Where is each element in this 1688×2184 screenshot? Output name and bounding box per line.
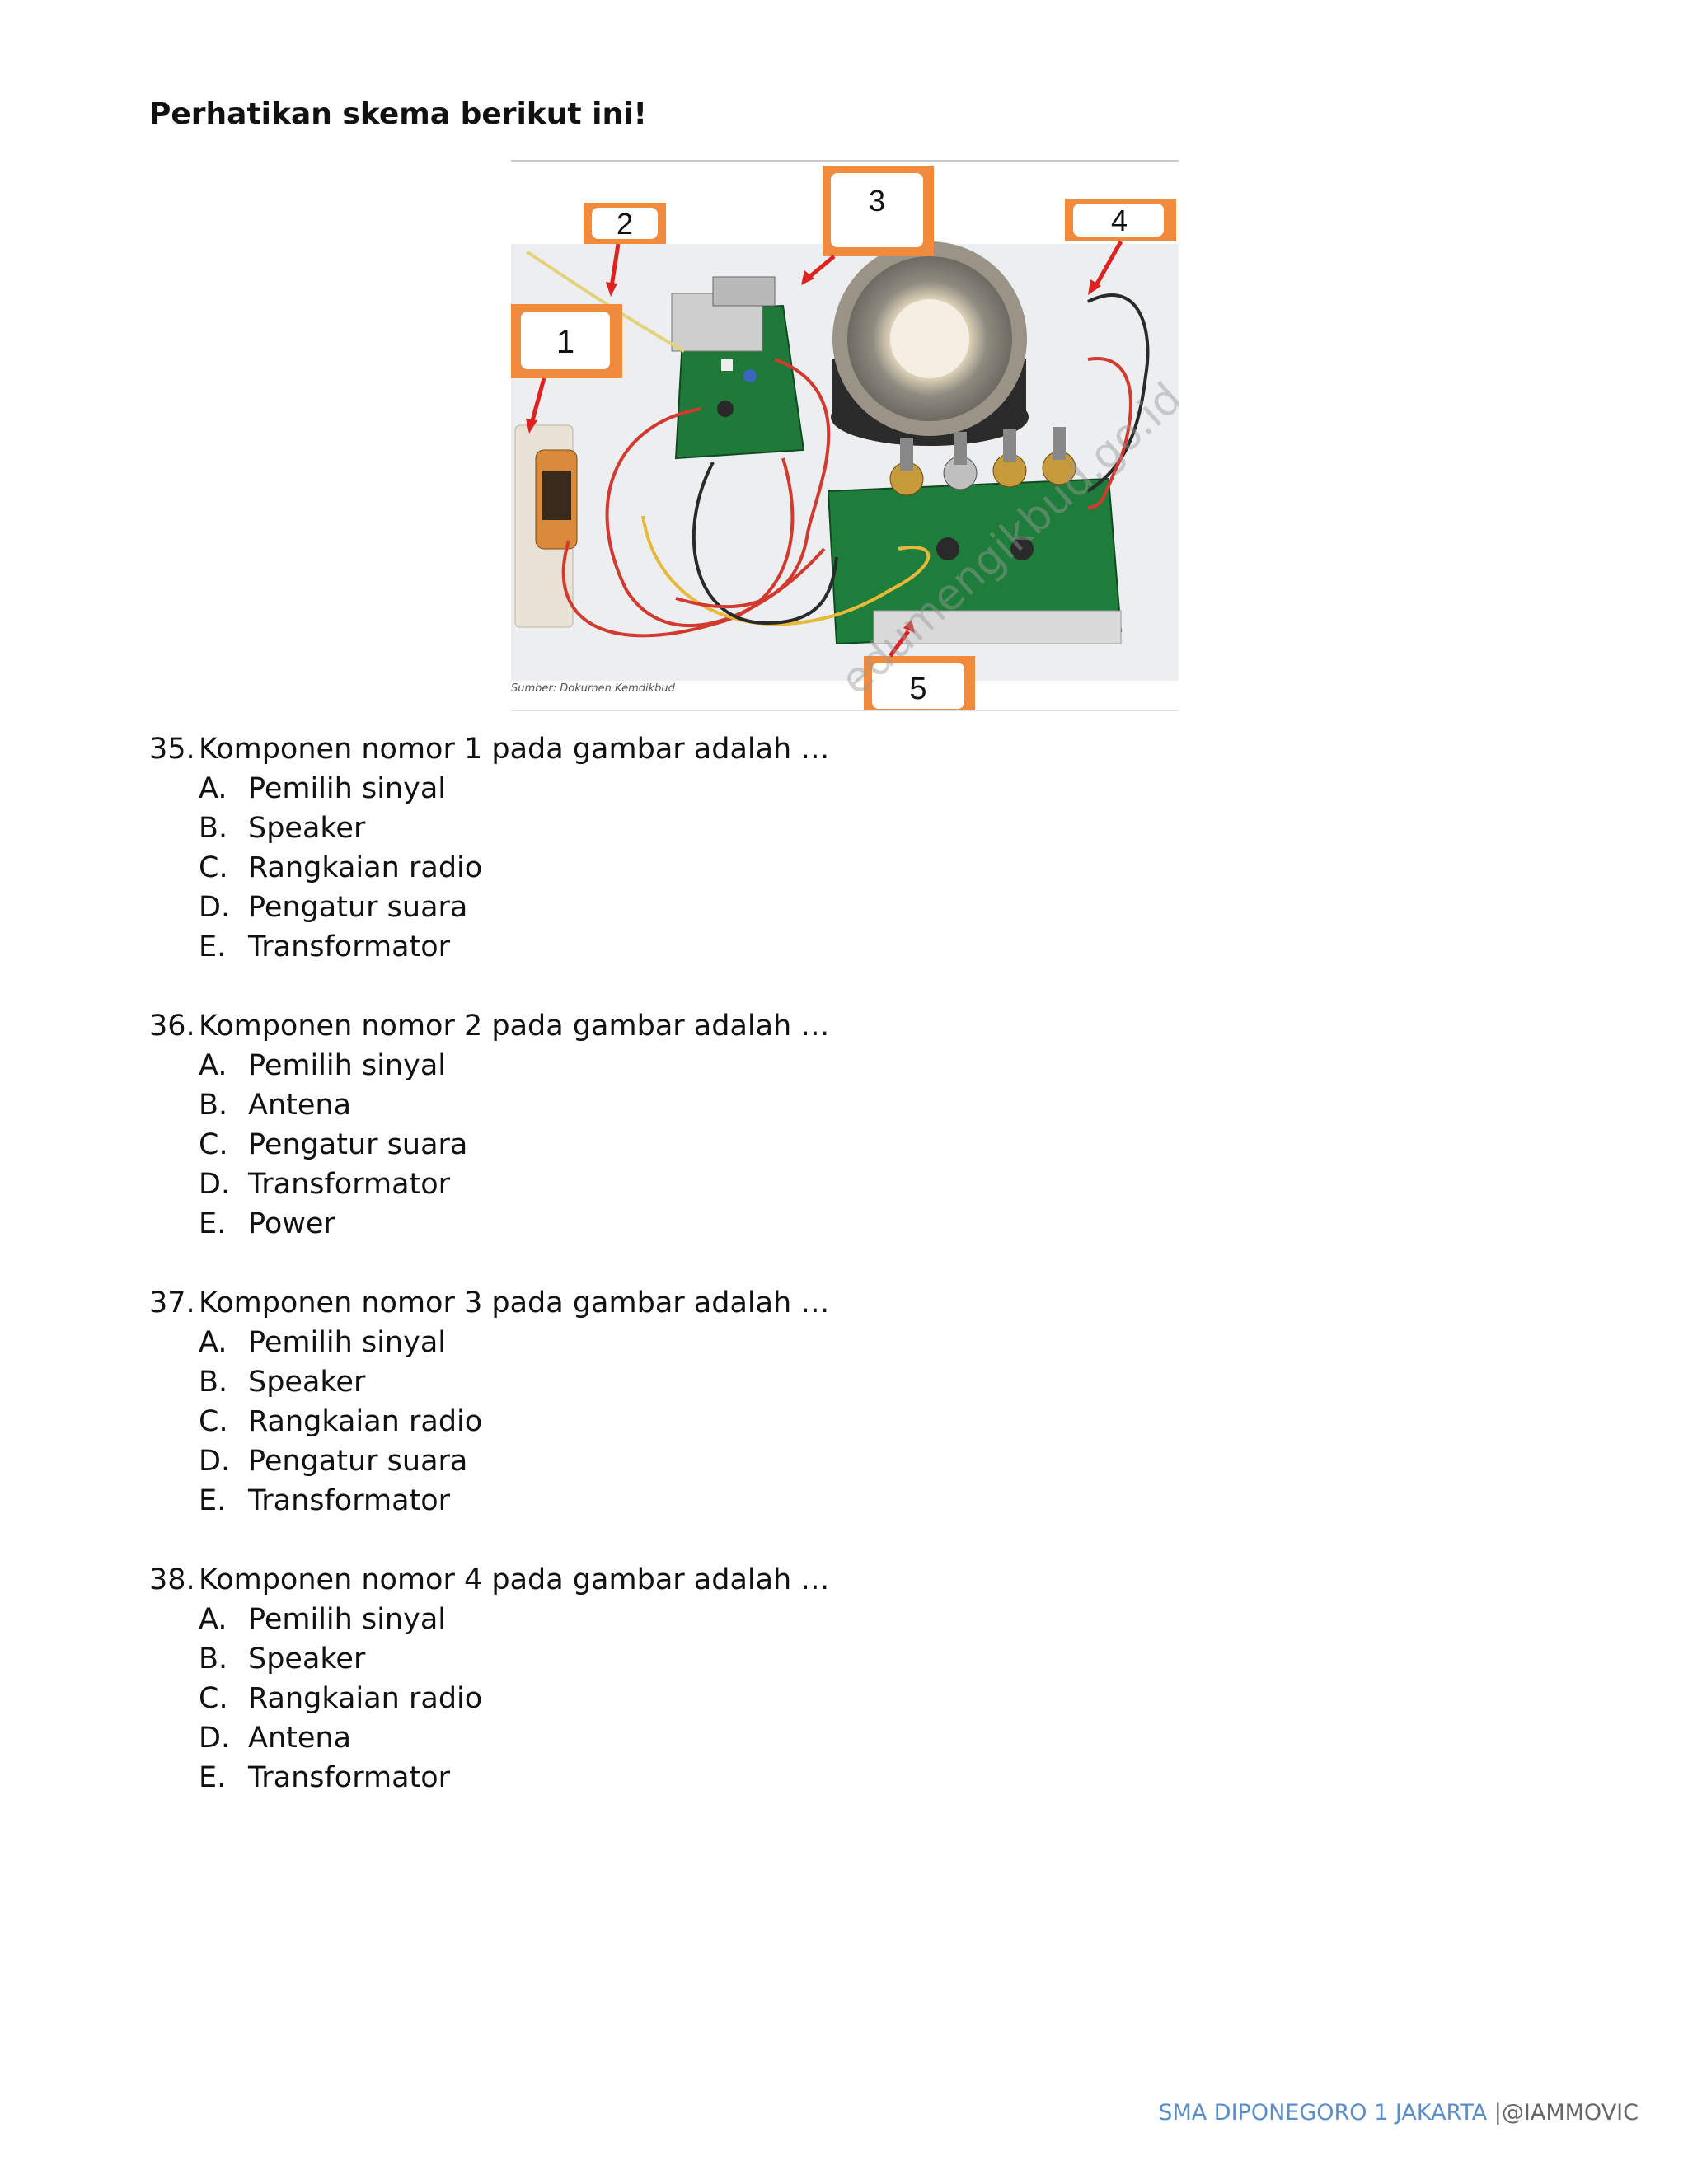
option-a: A.Pemilih sinyal: [199, 1049, 446, 1082]
svg-text:1: 1: [556, 324, 574, 360]
option-a: A.Pemilih sinyal: [199, 1603, 446, 1636]
question-35: 35. Komponen nomor 1 pada gambar adalah …: [149, 729, 1550, 967]
question-38: 38. Komponen nomor 4 pada gambar adalah …: [149, 1560, 1550, 1797]
svg-text:5: 5: [909, 672, 926, 706]
wires: [526, 251, 1150, 638]
option-e: E.Transformator: [199, 1761, 451, 1794]
figure-source: Sumber: Dokumen Kemdikbud: [511, 682, 676, 695]
question-list: 35. Komponen nomor 1 pada gambar adalah …: [149, 729, 1550, 1837]
callout-5: 5: [864, 620, 975, 710]
svg-text:2: 2: [617, 207, 633, 241]
svg-text:3: 3: [869, 184, 885, 218]
option-e: E.Power: [199, 1207, 335, 1240]
callout-1: 1: [511, 304, 622, 434]
footer-handle: @IAMMOVIC: [1501, 2100, 1639, 2125]
radio-board-shape: [671, 276, 805, 460]
question-36: 36. Komponen nomor 2 pada gambar adalah …: [149, 1006, 1550, 1244]
footer-separator: |: [1493, 2100, 1502, 2125]
callout-4: 4: [1065, 199, 1176, 295]
option-a: A.Pemilih sinyal: [199, 1326, 446, 1359]
option-c: C.Rangkaian radio: [199, 1682, 483, 1715]
option-d: D.Transformator: [199, 1168, 451, 1201]
option-b: B.Antena: [199, 1089, 352, 1122]
callout-3: 3: [801, 166, 934, 285]
option-c: C.Rangkaian radio: [199, 1405, 483, 1438]
question-number: 38.: [149, 1563, 195, 1596]
option-d: D.Antena: [199, 1722, 352, 1755]
question-number: 35.: [149, 733, 195, 766]
circuit-figure: 1 2 3 4 5: [511, 160, 1179, 711]
option-c: C.Rangkaian radio: [199, 851, 483, 884]
question-37: 37. Komponen nomor 3 pada gambar adalah …: [149, 1283, 1550, 1521]
option-c: C.Pengatur suara: [199, 1128, 468, 1161]
option-b: B.Speaker: [199, 1643, 366, 1675]
question-number: 36.: [149, 1010, 195, 1043]
svg-text:4: 4: [1111, 204, 1128, 237]
question-number: 37.: [149, 1286, 195, 1319]
fm-radio-photo: 1 2 3 4 5: [511, 166, 1179, 710]
transformer-shape: [514, 424, 578, 628]
footer-school: SMA DIPONEGORO 1 JAKARTA: [1158, 2100, 1488, 2125]
option-e: E.Transformator: [199, 930, 451, 963]
question-text: Komponen nomor 1 pada gambar adalah …: [199, 733, 830, 766]
question-text: Komponen nomor 3 pada gambar adalah …: [199, 1286, 830, 1319]
option-d: D.Pengatur suara: [199, 1445, 468, 1478]
page-footer: SMA DIPONEGORO 1 JAKARTA |@IAMMOVIC: [1158, 2100, 1639, 2125]
speaker-shape: [831, 241, 1029, 446]
question-text: Komponen nomor 2 pada gambar adalah …: [199, 1010, 830, 1043]
option-e: E.Transformator: [199, 1484, 451, 1517]
page-heading: Perhatikan skema berikut ini!: [149, 97, 647, 131]
callout-2: 2: [584, 203, 666, 297]
amplifier-board-shape: [827, 427, 1123, 645]
option-d: D.Pengatur suara: [199, 891, 468, 924]
option-a: A.Pemilih sinyal: [199, 772, 446, 805]
option-b: B.Speaker: [199, 812, 366, 845]
option-b: B.Speaker: [199, 1366, 366, 1399]
question-text: Komponen nomor 4 pada gambar adalah …: [199, 1563, 830, 1596]
